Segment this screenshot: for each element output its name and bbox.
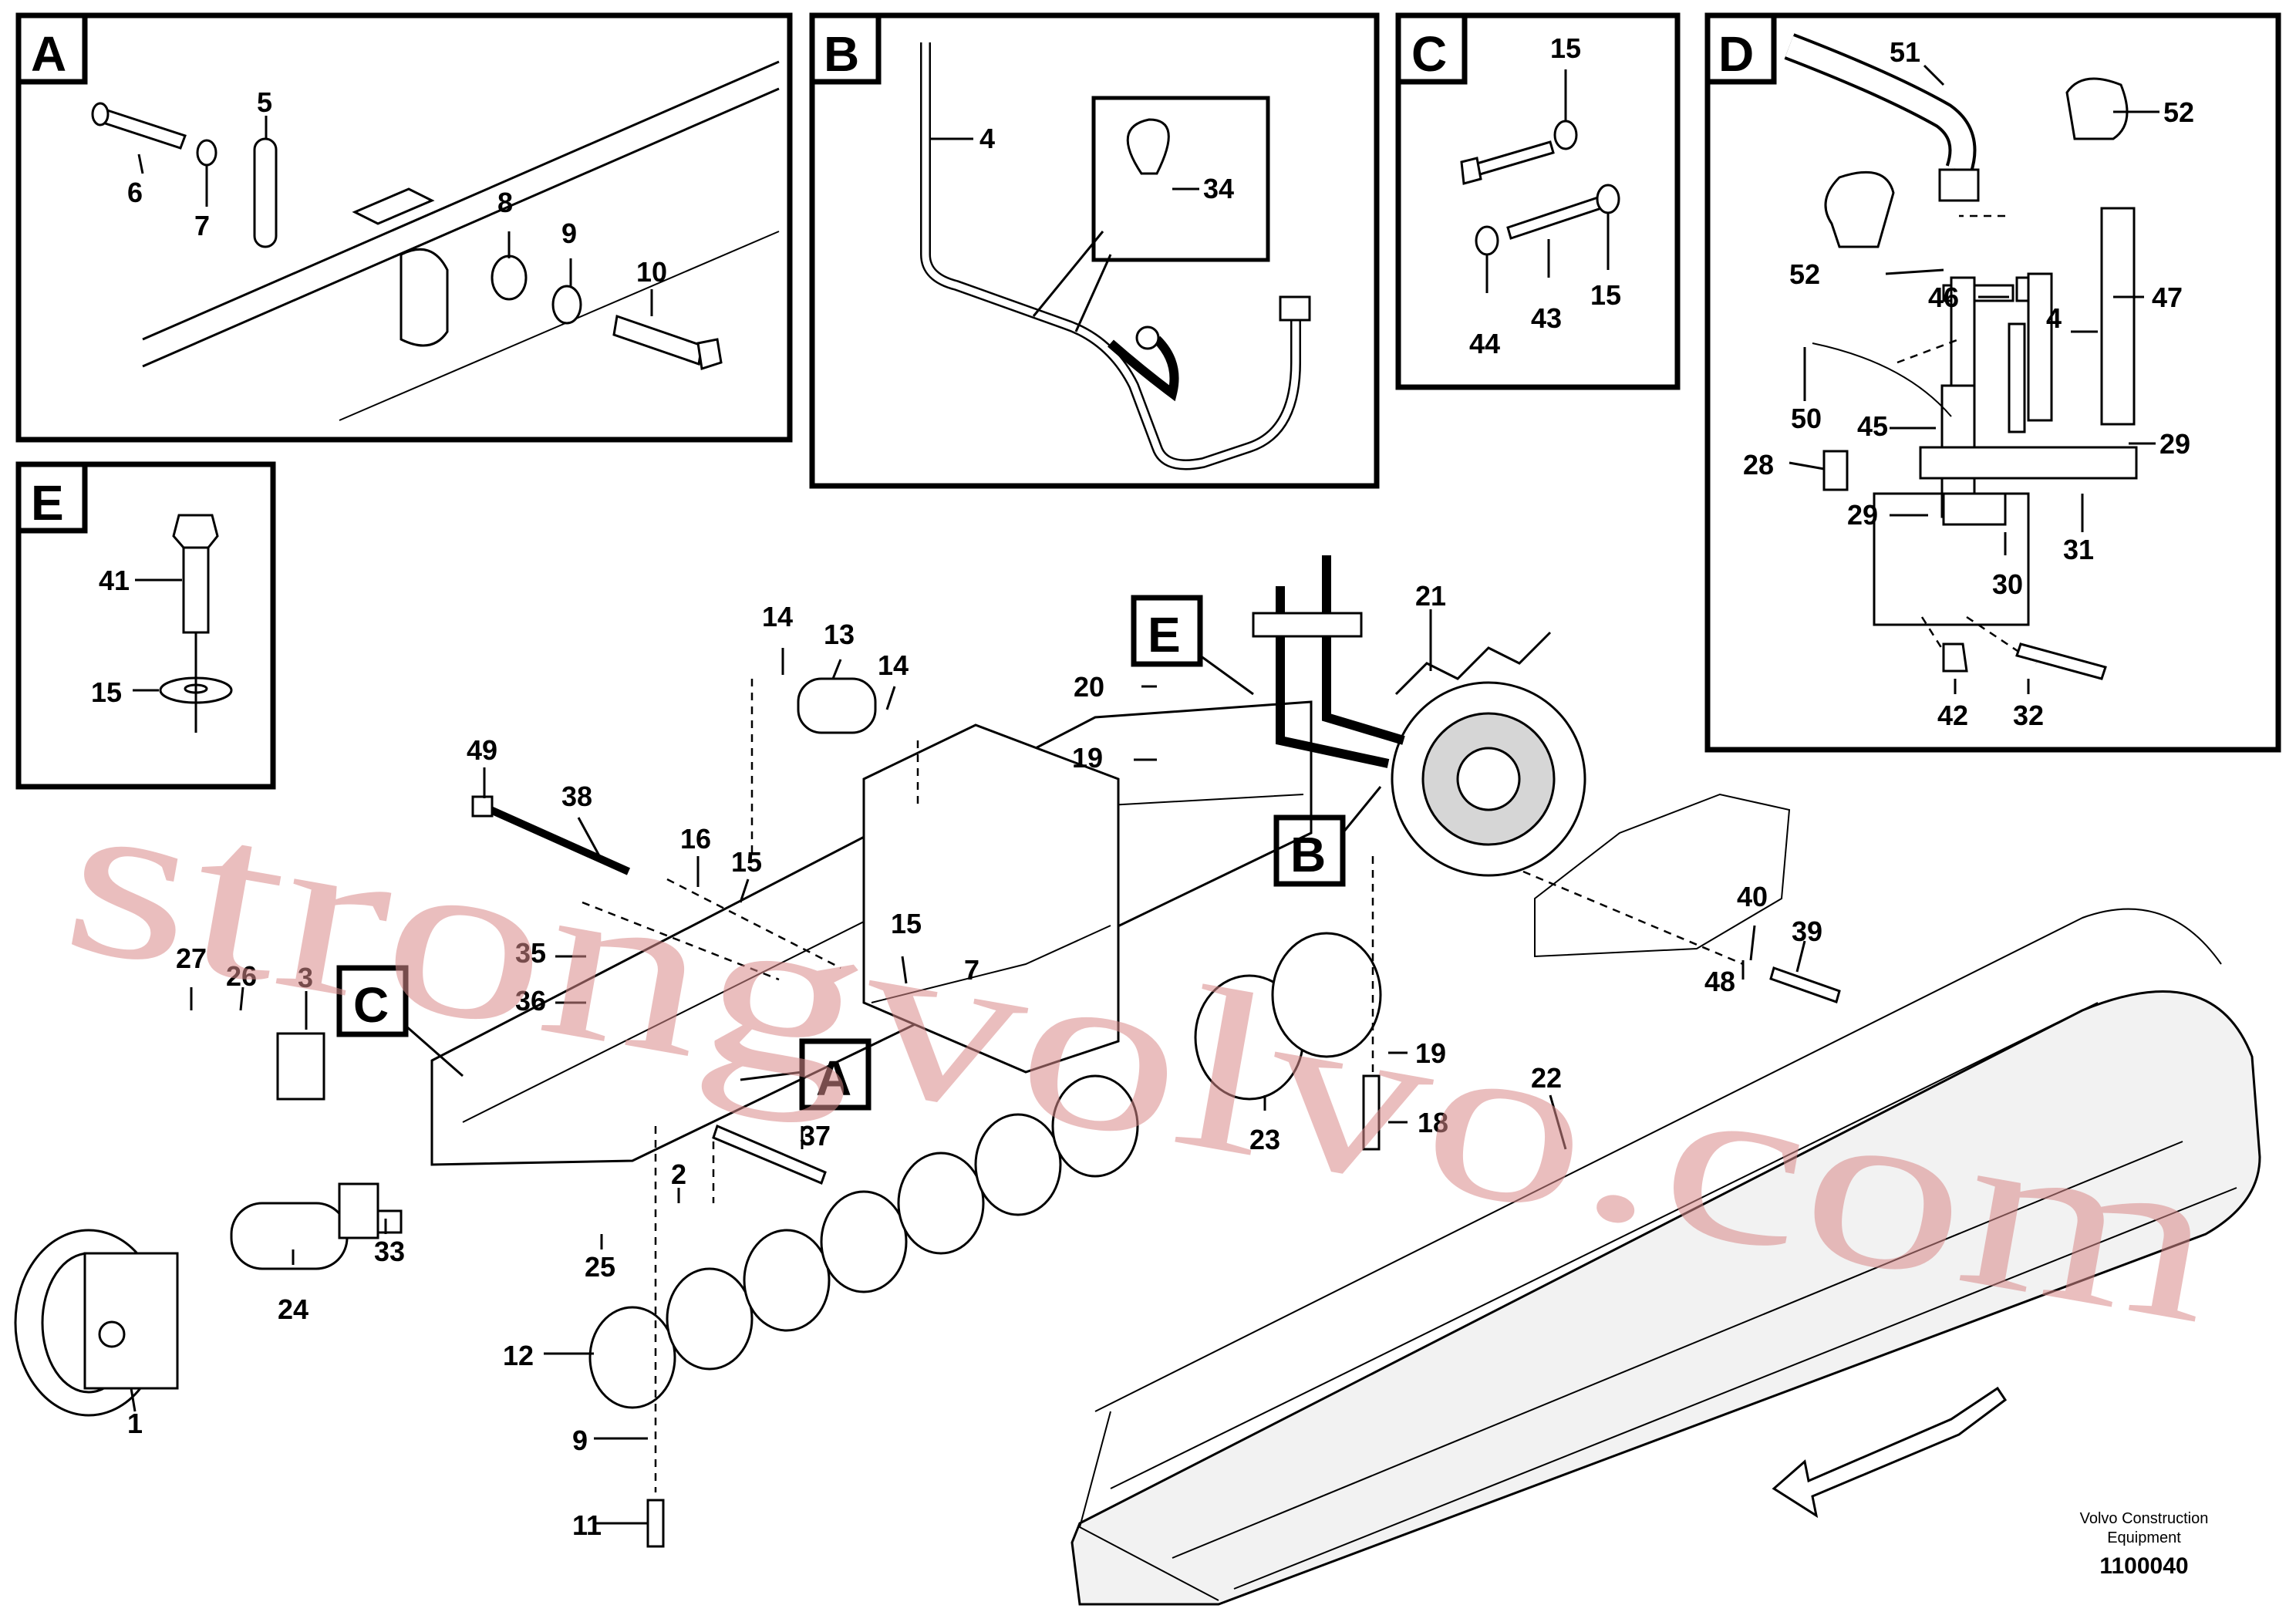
callout-11: 11 — [572, 1509, 602, 1541]
callout-15-lower: 15 — [891, 908, 922, 939]
inset-b-letter: B — [824, 26, 859, 82]
svg-text:A: A — [816, 1050, 851, 1106]
footer: Volvo Construction Equipment 1100040 — [2080, 1510, 2209, 1579]
callout-40: 40 — [1737, 881, 1768, 912]
callout-48: 48 — [1704, 966, 1735, 997]
callout-b-4: 4 — [979, 123, 995, 154]
callout-19-top: 19 — [1072, 742, 1103, 774]
callout-d-46: 46 — [1928, 282, 1959, 313]
callout-7-main: 7 — [964, 954, 979, 986]
detail-marker-c: C — [336, 965, 464, 1077]
svg-text:B: B — [1290, 827, 1326, 882]
callout-b-34: 34 — [1203, 173, 1234, 204]
inset-e-letter: E — [31, 475, 64, 531]
callout-d-52-left: 52 — [1789, 258, 1820, 290]
callout-36: 36 — [515, 985, 546, 1017]
callout-23: 23 — [1249, 1124, 1280, 1155]
inset-c: C 15 44 43 15 — [1395, 12, 1681, 390]
callout-2: 2 — [671, 1158, 686, 1190]
inset-b: B 4 34 — [809, 12, 1380, 489]
callout-d-45: 45 — [1857, 410, 1888, 442]
svg-text:E: E — [1148, 607, 1181, 663]
callout-15-main: 15 — [731, 846, 762, 878]
callout-38: 38 — [561, 781, 592, 812]
callout-d-29-right: 29 — [2159, 428, 2190, 460]
inset-e: E 41 15 — [15, 461, 276, 790]
inset-a-letter: A — [31, 26, 66, 82]
callout-a-9: 9 — [561, 218, 577, 249]
callout-d-50: 50 — [1791, 403, 1822, 434]
callout-37: 37 — [800, 1120, 831, 1152]
callout-a-10: 10 — [636, 256, 667, 288]
callout-33: 33 — [374, 1236, 405, 1267]
callout-d-32: 32 — [2013, 700, 2044, 731]
callout-14-left: 14 — [762, 601, 793, 632]
inset-a: A 6 7 5 8 9 10 — [15, 12, 793, 443]
svg-text:C: C — [353, 977, 389, 1033]
callout-25: 25 — [585, 1251, 615, 1283]
callout-13: 13 — [824, 619, 855, 650]
callout-e-15: 15 — [91, 676, 122, 708]
callout-3: 3 — [298, 962, 313, 993]
callout-26: 26 — [226, 960, 257, 992]
callout-a-8: 8 — [497, 187, 513, 218]
callout-d-28: 28 — [1743, 449, 1774, 481]
callout-a-5: 5 — [257, 86, 272, 118]
detail-marker-a: A — [740, 1038, 872, 1111]
callout-20: 20 — [1074, 671, 1104, 703]
callout-a-7: 7 — [194, 210, 210, 241]
callout-22: 22 — [1531, 1062, 1562, 1094]
callout-e-41: 41 — [99, 565, 130, 596]
main-assembly: 14 13 14 21 20 19 49 38 16 15 15 7 35 36… — [14, 555, 2261, 1606]
callout-27: 27 — [176, 943, 207, 974]
callout-c-15-top: 15 — [1550, 32, 1581, 64]
callout-21: 21 — [1415, 580, 1446, 612]
track-rollers — [588, 1074, 1139, 1409]
callout-12: 12 — [503, 1340, 534, 1371]
track-chain — [1070, 908, 2261, 1606]
callout-d-51: 51 — [1890, 36, 1920, 68]
callout-24: 24 — [278, 1293, 308, 1325]
detail-marker-e: E — [1131, 595, 1254, 696]
inset-d-letter: D — [1718, 26, 1754, 82]
callout-c-44: 44 — [1469, 328, 1500, 359]
callout-c-43: 43 — [1531, 302, 1562, 334]
inset-d: D — [1704, 12, 2281, 753]
callout-14-right: 14 — [878, 649, 909, 681]
callout-18: 18 — [1418, 1107, 1448, 1138]
callout-39: 39 — [1792, 916, 1822, 947]
callout-1: 1 — [127, 1408, 143, 1439]
callout-d-47: 47 — [2152, 282, 2183, 313]
callout-16: 16 — [680, 823, 711, 855]
callout-d-42: 42 — [1937, 700, 1968, 731]
callout-d-29-left: 29 — [1847, 499, 1878, 531]
footer-company-line2: Equipment — [2107, 1529, 2181, 1546]
direction-arrow — [1772, 1386, 2008, 1519]
callout-a-6: 6 — [127, 177, 143, 208]
callout-c-15-bottom: 15 — [1590, 279, 1621, 311]
callout-35: 35 — [515, 937, 546, 969]
callout-d-30: 30 — [1992, 568, 2023, 600]
detail-marker-b: B — [1273, 786, 1382, 887]
callout-9-main: 9 — [572, 1425, 588, 1456]
inset-c-letter: C — [1411, 26, 1447, 82]
callout-19-bottom: 19 — [1415, 1037, 1446, 1069]
callout-d-31: 31 — [2063, 534, 2094, 565]
callout-d-52-right: 52 — [2163, 96, 2194, 128]
footer-company: Volvo Construction — [2080, 1510, 2209, 1527]
callout-d-4: 4 — [2046, 302, 2062, 334]
callout-49: 49 — [467, 734, 497, 766]
drawing-number: 1100040 — [2099, 1553, 2188, 1579]
